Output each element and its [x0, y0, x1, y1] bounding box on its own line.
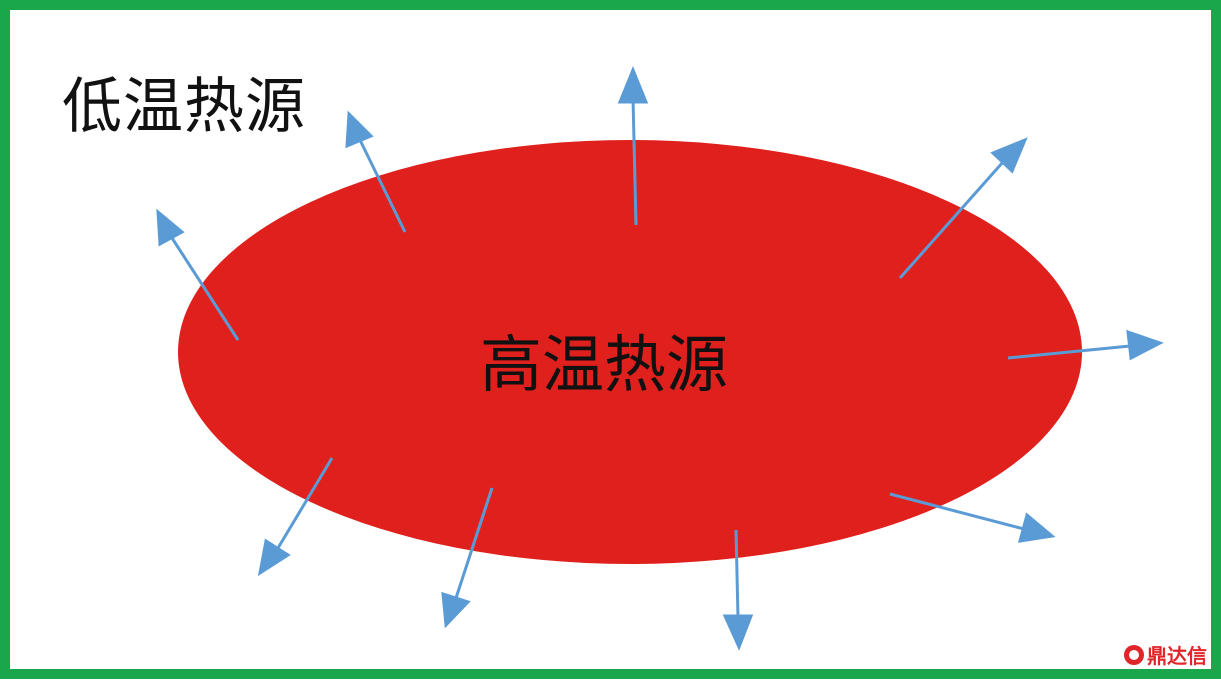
arrow-up-left: [345, 110, 407, 233]
heat-flow-arrows: [156, 66, 1164, 651]
arrow-down-left: [257, 457, 334, 577]
arrow-up-right: [898, 137, 1028, 279]
watermark: 鼎达信: [1124, 640, 1207, 669]
arrow-down-center: [441, 487, 494, 629]
arrow-down-right: [889, 492, 1056, 543]
high-temp-source-label: 高温热源: [480, 328, 729, 401]
arrow-down: [722, 529, 754, 651]
arrow-right: [1007, 329, 1164, 361]
watermark-logo-icon: [1124, 644, 1144, 665]
arrow-left: [156, 208, 240, 341]
high-temp-source-ellipse: [178, 140, 1082, 564]
diagram-canvas: [156, 66, 1164, 651]
arrow-up: [617, 66, 649, 226]
watermark-text: 鼎达信: [1147, 644, 1207, 668]
low-temp-source-label: 低温热源: [62, 72, 306, 142]
